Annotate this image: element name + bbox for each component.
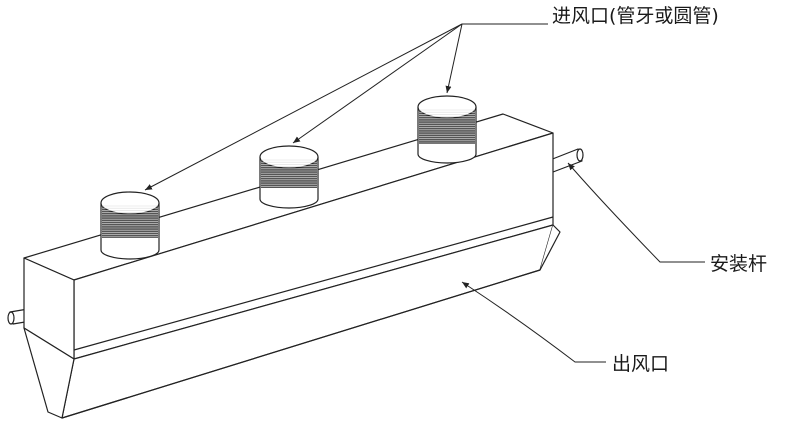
inlet-leader-3 (445, 23, 463, 94)
inlet-leader-2 (292, 23, 463, 144)
mount-rod-label: 安装杆 (710, 253, 767, 275)
inlet-leader-1 (144, 23, 463, 191)
inlet-port-2 (259, 145, 319, 209)
outlet-leader (461, 281, 606, 363)
thread-lines (102, 109, 475, 238)
outlet-label: 出风口 (612, 353, 669, 375)
right-mount-rod (549, 148, 584, 173)
body-groove-line (73, 216, 554, 351)
outlet-left-wedge (23, 327, 75, 419)
mount-rod-leader (567, 162, 705, 263)
inlet-label: 进风口(管牙或圆管) (552, 5, 719, 27)
